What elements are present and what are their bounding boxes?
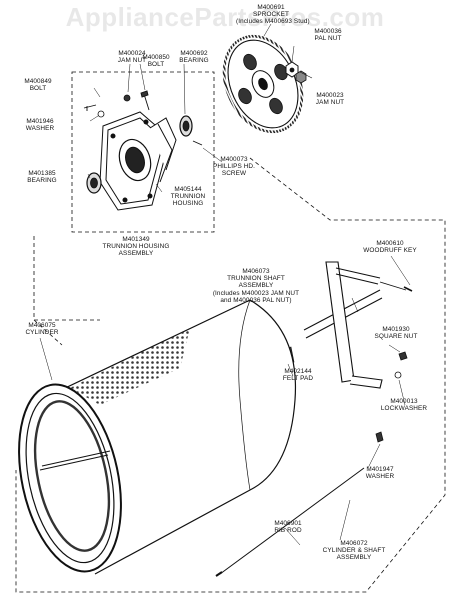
sprocket-drawing <box>222 34 304 134</box>
trunnion-housing-group-outline <box>33 71 215 321</box>
phillips-screw-drawing <box>192 140 203 146</box>
bolt-left-drawing <box>83 104 97 111</box>
trunnion-housing-drawing <box>99 111 177 211</box>
bearing-top-drawing <box>179 115 193 137</box>
washer-bottom-drawing <box>375 431 384 443</box>
watermark: AppliancePartsPros.com <box>65 2 385 32</box>
rib-rod-drawing <box>215 467 365 577</box>
lockwasher-drawing <box>394 371 402 379</box>
cylinder-shaft-group-outline <box>15 157 446 593</box>
cylinder-drawing <box>18 299 297 575</box>
trunnion-shaft-drawing <box>303 261 413 389</box>
square-nut-drawing <box>398 351 408 361</box>
bearing-left-drawing <box>86 172 102 194</box>
bolt-top-drawing <box>140 90 150 111</box>
washer-left-drawing <box>97 110 105 118</box>
jam-nut-top-drawing <box>123 94 131 102</box>
